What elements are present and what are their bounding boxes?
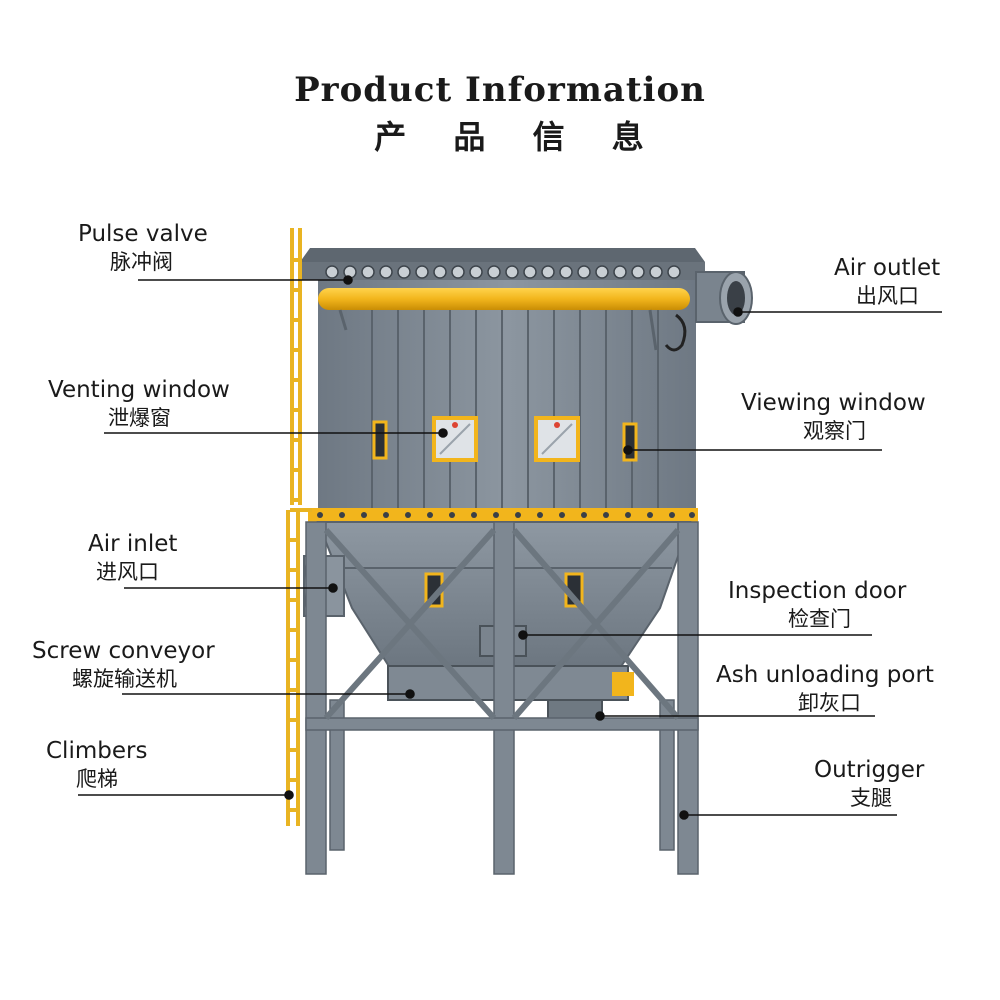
leader-lines	[78, 275, 942, 820]
label-venting-window: Venting window 泄爆窗	[48, 377, 230, 430]
ladder	[286, 228, 312, 826]
label-inspection-door: Inspection door 检查门	[728, 578, 907, 631]
flange-band	[308, 508, 698, 522]
label-air-outlet: Air outlet 出风口	[834, 255, 941, 308]
label-climbers: Climbers 爬梯	[46, 738, 148, 791]
cross-bracing	[323, 528, 681, 720]
pulse-valve-row	[325, 265, 681, 279]
venting-window-left	[432, 416, 478, 462]
title-english: Product Information	[294, 70, 706, 110]
label-ash-unloading-port: Ash unloading port 卸灰口	[716, 662, 934, 715]
label-outrigger: Outrigger 支腿	[814, 757, 925, 810]
label-screw-conveyor: Screw conveyor 螺旋输送机	[32, 638, 215, 691]
support-structure	[305, 521, 699, 875]
label-viewing-window: Viewing window 观察门	[741, 390, 926, 443]
viewing-slot-left	[372, 420, 388, 460]
title-chinese: 产 品 信 息	[374, 118, 662, 156]
label-pulse-valve: Pulse valve 脉冲阀	[78, 221, 208, 274]
label-air-inlet: Air inlet 进风口	[88, 531, 178, 584]
air-header-pipe	[318, 288, 690, 352]
roof	[300, 248, 705, 280]
viewing-slot-right	[622, 422, 638, 462]
air-outlet-duct	[695, 271, 753, 325]
venting-window-right	[534, 416, 580, 462]
upper-body	[318, 280, 696, 508]
